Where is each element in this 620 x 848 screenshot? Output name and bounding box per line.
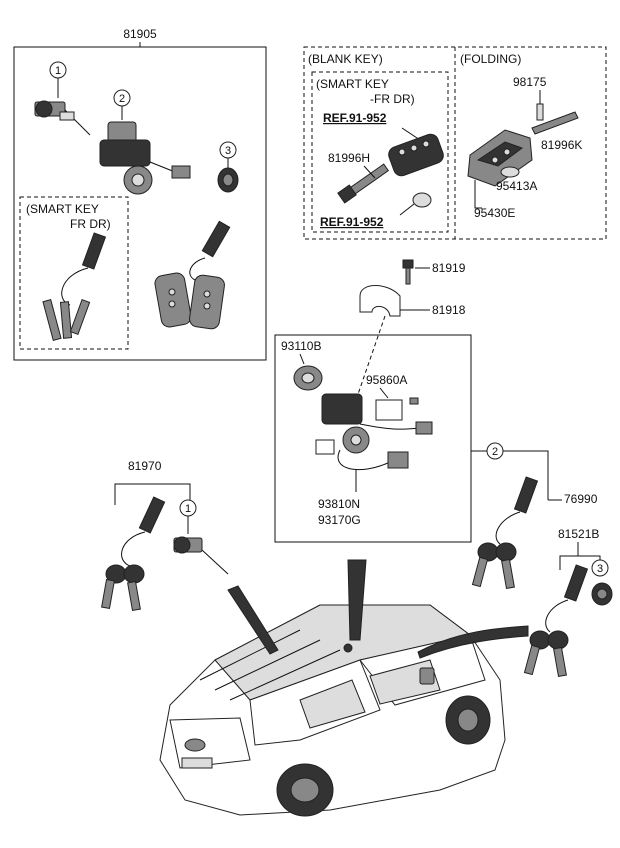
svg-text:3: 3	[597, 563, 603, 575]
label-81905: 81905	[123, 27, 157, 41]
trunk-cylinder-2-icon	[591, 582, 613, 606]
shroud-81918-icon	[359, 285, 401, 317]
callout-3-top: 3	[219, 141, 237, 159]
label-81996K: 81996K	[541, 138, 582, 152]
keys-76990-icon	[471, 476, 539, 590]
door-lock-cylinder-2-icon	[173, 516, 229, 575]
smart-key-fob-icon	[337, 133, 444, 204]
svg-text:3: 3	[225, 145, 231, 157]
ignition-module-icon	[315, 393, 433, 471]
box-smart-key-frdr	[19, 196, 129, 350]
callout-1-bottom: 1	[179, 499, 197, 517]
svg-text:1: 1	[55, 65, 61, 77]
callout-1-top: 1	[49, 61, 67, 79]
label-81919: 81919	[432, 261, 466, 275]
keys-81521B-icon	[523, 564, 589, 678]
pointer-arrow-left	[227, 585, 279, 655]
svg-text:2: 2	[119, 93, 125, 105]
label-smart-key-note-2: FR DR)	[70, 217, 111, 231]
label-93170G: 93170G	[318, 513, 361, 527]
label-folding: (FOLDING)	[460, 52, 521, 66]
label-98175: 98175	[513, 75, 547, 89]
ignition-point-icon	[343, 643, 353, 653]
ref-91-952-top: REF.91-952	[323, 111, 387, 125]
ref-91-952-bottom: REF.91-952	[320, 215, 384, 229]
label-95413A: 95413A	[496, 179, 537, 193]
immobilizer-ring-icon	[293, 365, 323, 391]
keys-81970-icon	[101, 496, 166, 612]
smart-key-fobs-icon	[154, 220, 231, 330]
pointer-arrow-middle	[347, 559, 367, 641]
folding-battery-icon	[500, 166, 520, 178]
svg-text:1: 1	[185, 503, 191, 515]
ignition-switch-icon	[99, 121, 191, 195]
blank-keys-icon	[42, 232, 107, 341]
label-93110B: 93110B	[281, 339, 321, 353]
label-95430E: 95430E	[474, 206, 515, 220]
folding-key-blade-icon	[531, 111, 579, 135]
box-smart-key-dash-frdr	[311, 71, 449, 233]
label-81521B: 81521B	[558, 527, 599, 541]
folding-key-fob-icon	[467, 129, 533, 187]
coin-battery-icon	[412, 192, 432, 208]
label-smart-key-frdr-2: -FR DR)	[370, 92, 415, 106]
label-smart-key-note-1: (SMART KEY	[26, 202, 99, 216]
label-95860A: 95860A	[366, 373, 407, 387]
label-smart-key-frdr-1: (SMART KEY	[316, 77, 389, 91]
label-81996H: 81996H	[328, 151, 370, 165]
svg-text:2: 2	[492, 446, 498, 458]
vehicle-suv-icon	[159, 604, 506, 817]
label-blank-key: (BLANK KEY)	[308, 52, 383, 66]
pin-98175-icon	[536, 103, 544, 121]
pointer-arrow-right	[417, 625, 529, 659]
callout-2-top: 2	[113, 89, 131, 107]
box-ignition-assembly	[274, 334, 472, 543]
trunk-cylinder-icon	[217, 167, 239, 193]
callout-2-right: 2	[486, 442, 504, 460]
label-76990: 76990	[564, 492, 598, 506]
box-81905	[13, 46, 267, 361]
screw-81919-icon	[402, 259, 414, 285]
label-81918: 81918	[432, 303, 466, 317]
label-93810N: 93810N	[318, 497, 360, 511]
door-lock-cylinder-icon	[34, 100, 91, 136]
label-81970: 81970	[128, 459, 162, 473]
callout-3-right: 3	[591, 559, 609, 577]
